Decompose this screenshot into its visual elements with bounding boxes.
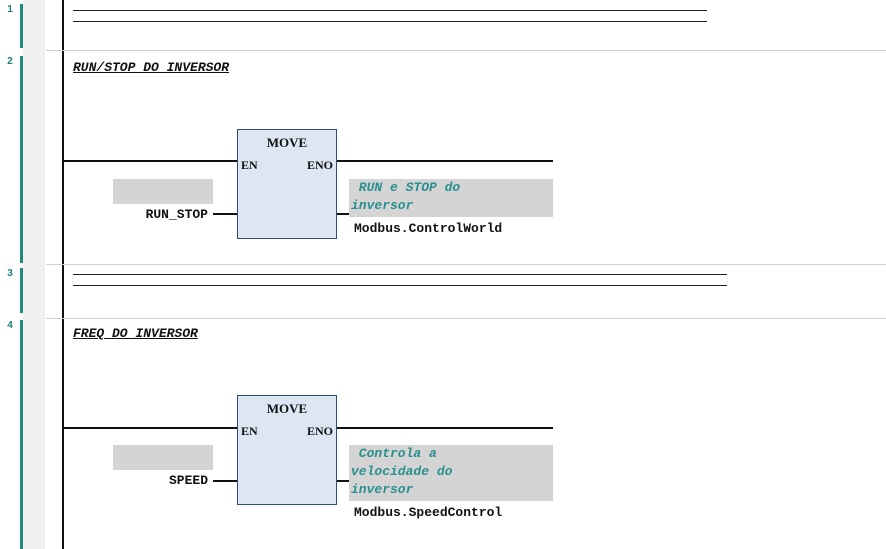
rung-divider (46, 50, 886, 51)
pin-en: EN (241, 424, 258, 438)
rung-marker-4 (20, 320, 23, 549)
rung-gutter (23, 0, 45, 549)
block-title: MOVE (266, 135, 308, 150)
input-pin-wire (213, 213, 237, 215)
rung-2-output-wire (337, 160, 553, 162)
output-variable[interactable]: Modbus.ControlWorld (354, 221, 503, 236)
rung-4-input-wire (63, 427, 237, 429)
input-variable[interactable]: RUN_STOP (145, 207, 208, 222)
output-comment[interactable]: Controla a velocidade do inversor (349, 445, 553, 501)
rung-number-3[interactable]: 3 (7, 268, 13, 279)
left-power-rail (62, 0, 64, 549)
move-block[interactable]: MOVE EN ENO (237, 395, 337, 505)
rung-2-input-wire (63, 160, 237, 162)
rung-4-output-wire (337, 427, 553, 429)
pin-eno: ENO (306, 158, 333, 172)
output-pin-wire (337, 480, 349, 482)
output-variable[interactable]: Modbus.SpeedControl (354, 505, 503, 520)
rung-marker-1 (20, 4, 23, 48)
rung-2-comment[interactable]: RUN/STOP DO INVERSOR (73, 60, 230, 75)
rung-number-2[interactable]: 2 (7, 56, 13, 67)
rung-3-separator-comment[interactable] (73, 274, 727, 286)
rung-4-comment[interactable]: FREQ DO INVERSOR (73, 326, 198, 341)
rung-1-separator-comment[interactable] (73, 10, 707, 22)
rung-number-1[interactable]: 1 (7, 4, 13, 15)
rung-divider (46, 318, 886, 319)
input-variable[interactable]: SPEED (168, 473, 208, 488)
pin-eno: ENO (306, 424, 333, 438)
rung-divider (46, 264, 886, 265)
input-comment-box[interactable] (113, 179, 213, 204)
output-pin-wire (337, 213, 349, 215)
input-pin-wire (213, 480, 237, 482)
rung-marker-2 (20, 56, 23, 263)
block-title: MOVE (266, 401, 308, 416)
input-comment-box[interactable] (113, 445, 213, 470)
rung-marker-3 (20, 268, 23, 313)
output-comment[interactable]: RUN e STOP do inversor (349, 179, 553, 217)
rung-number-4[interactable]: 4 (7, 320, 13, 331)
pin-en: EN (241, 158, 258, 172)
move-block[interactable]: MOVE EN ENO (237, 129, 337, 239)
